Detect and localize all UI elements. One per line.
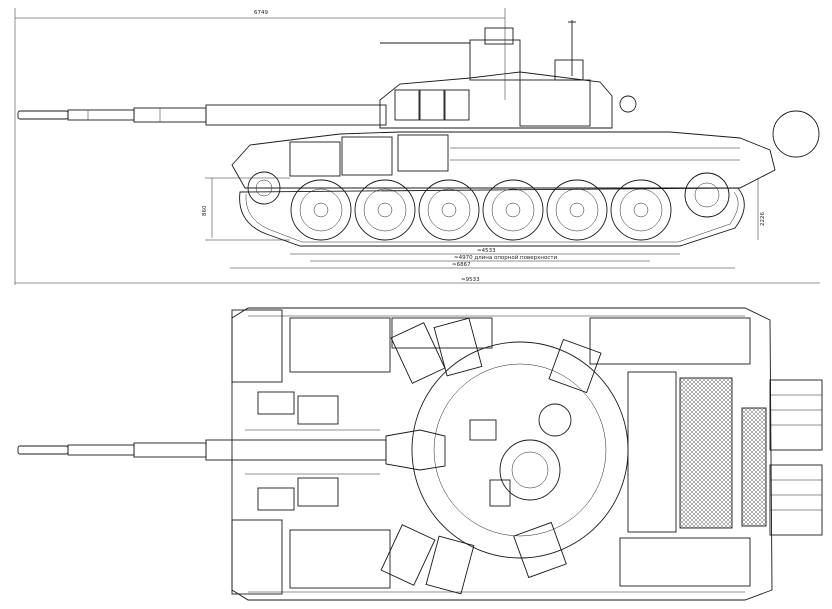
- engine-deck: [627, 371, 823, 536]
- gun-barrel-top: [17, 429, 446, 471]
- hull-side: [231, 110, 820, 189]
- track-side: [239, 187, 745, 247]
- gun-overhang-dimension: 6749: [254, 10, 268, 16]
- overall-length-dimension: ≈9533: [461, 277, 480, 283]
- side-view: 6749 860 2226 ≈4533 ≈4970 длина опорной …: [14, 8, 820, 285]
- hull-height-dimension: 860: [202, 205, 208, 216]
- road-wheels: [247, 171, 730, 241]
- top-view: [17, 307, 823, 601]
- gun-barrel-side: [17, 104, 387, 126]
- hull-length-dimension: ≈6867: [452, 262, 471, 268]
- dimension-lines: [14, 8, 820, 285]
- height-right-dimension: 2226: [760, 212, 766, 226]
- support-surface-dimension: ≈4970 длина опорной поверхности: [454, 254, 558, 261]
- track-contact-dimension: ≈4533: [477, 248, 496, 254]
- hull-top: [231, 307, 773, 601]
- turret-top: [380, 317, 629, 595]
- front-plates: [245, 391, 380, 511]
- turret-side: [379, 20, 637, 129]
